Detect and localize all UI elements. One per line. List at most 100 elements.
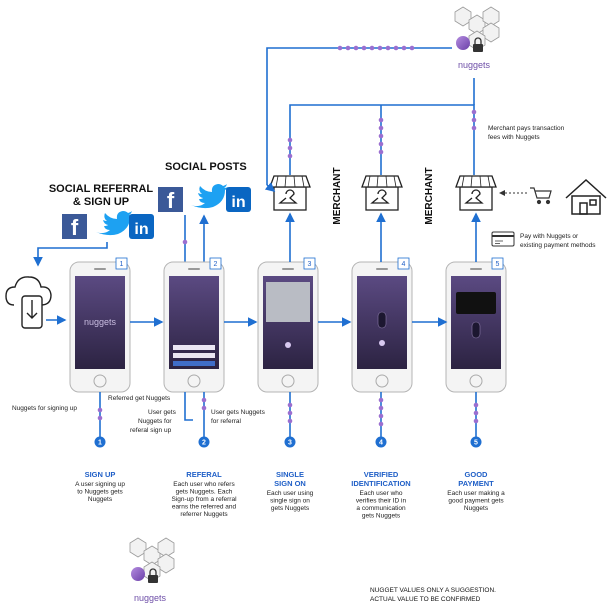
step-number: 1 bbox=[98, 440, 102, 447]
facebook-icon bbox=[158, 187, 183, 212]
phone-speaker bbox=[188, 268, 200, 270]
step-description-line: gets Nuggets bbox=[271, 505, 310, 512]
token-dots-social bbox=[182, 239, 188, 245]
shopping-cart-icon bbox=[530, 187, 552, 205]
step-description-line: gets Nuggets bbox=[362, 513, 401, 520]
merchant-pays-line1: Merchant pays transaction bbox=[488, 125, 565, 132]
step-description-line: good payment gets bbox=[448, 498, 504, 505]
svg-text:f: f bbox=[71, 215, 79, 240]
step-description-line: to Nuggets gets bbox=[77, 489, 123, 496]
facebook-icon bbox=[62, 214, 87, 239]
svg-text:in: in bbox=[134, 221, 148, 238]
step-description-line: Each user who refers bbox=[173, 481, 235, 488]
footnote-line2: ACTUAL VALUE TO BE CONFIRMED bbox=[370, 596, 481, 603]
pay-with-line1: Pay with Nuggets or bbox=[520, 233, 579, 240]
phone-speaker bbox=[376, 268, 388, 270]
step-number: 4 bbox=[379, 440, 383, 447]
phone-speaker bbox=[282, 268, 294, 270]
phone-home-button bbox=[375, 374, 389, 388]
step-title-line1: GOOD bbox=[465, 470, 489, 479]
referred-get-nuggets-label: Referred get Nuggets bbox=[108, 395, 171, 402]
step-title-line2: SIGN ON bbox=[274, 479, 306, 488]
step-number-circle bbox=[94, 436, 106, 448]
blockchain-cubes-icon bbox=[454, 6, 500, 51]
phone-badge-number: 2 bbox=[214, 261, 218, 268]
phone-badge-box bbox=[397, 257, 410, 270]
step-description-line: Sign-up from a referral bbox=[171, 496, 237, 503]
step-description-line: a communication bbox=[356, 505, 406, 512]
bottom-nuggets-wordmark: nuggets bbox=[134, 593, 167, 603]
step-description-line: referrer Nuggets bbox=[180, 511, 228, 518]
step-title-line1: VERIFIED bbox=[364, 470, 399, 479]
merchant-label-2: MERCHANT bbox=[424, 167, 435, 224]
twitter-icon bbox=[191, 184, 228, 209]
step-number: 5 bbox=[474, 440, 478, 447]
svg-text:in: in bbox=[231, 194, 245, 211]
phone-badge-number: 1 bbox=[120, 261, 124, 268]
phone-badge-box bbox=[115, 257, 128, 270]
nugget-token-icon bbox=[131, 567, 145, 581]
social-icons-referral: f in bbox=[62, 211, 154, 240]
step-description-line: Each user using bbox=[267, 490, 314, 497]
step-description-line: earns the referred and bbox=[172, 504, 237, 511]
step-title-line1: SINGLE bbox=[276, 470, 304, 479]
merchant-store-2-icon bbox=[361, 175, 403, 211]
phone-badge-box bbox=[209, 257, 222, 270]
screen-toggle bbox=[377, 311, 387, 329]
linkedin-icon bbox=[129, 214, 154, 239]
phone-home-button bbox=[281, 374, 295, 388]
phone-3: 3 bbox=[257, 257, 319, 393]
step-description-line: Each user making a bbox=[447, 490, 505, 497]
screen-submit-bar bbox=[173, 361, 215, 366]
cloud-download-icon bbox=[5, 276, 52, 329]
pay-with-line2: existing payment methods bbox=[520, 242, 596, 249]
step-number-circle bbox=[198, 436, 210, 448]
screen-toggle bbox=[471, 321, 481, 339]
step-number-circle bbox=[284, 436, 296, 448]
social-referral-heading-line1: SOCIAL REFERRAL bbox=[49, 183, 154, 195]
user-gets-for-referral-line2: for referral bbox=[211, 418, 242, 425]
lock-icon bbox=[473, 37, 483, 52]
phone-speaker bbox=[94, 268, 106, 270]
step-description-line: single sign on bbox=[270, 498, 310, 505]
user-gets-referral-line1: User gets bbox=[148, 409, 177, 416]
screen-nugget-dot bbox=[379, 340, 385, 346]
screen-browser-panel bbox=[266, 282, 310, 322]
merchant-store-1-icon bbox=[269, 175, 311, 211]
step-number-circle bbox=[375, 436, 387, 448]
user-gets-referral-line2: Nuggets for bbox=[138, 418, 172, 425]
step-description-line: Nuggets bbox=[88, 496, 113, 503]
merchant-label-1: MERCHANT bbox=[332, 167, 343, 224]
top-nuggets-logo: nuggets bbox=[454, 6, 500, 70]
twitter-icon bbox=[96, 211, 133, 236]
screen-form-field bbox=[173, 353, 215, 358]
screen-card-image bbox=[456, 292, 496, 314]
screen-nugget-dot bbox=[285, 342, 291, 348]
top-nuggets-wordmark: nuggets bbox=[458, 60, 491, 70]
phone-badge-number: 4 bbox=[402, 261, 406, 268]
phone-2: 2 bbox=[163, 257, 225, 393]
phone-5: 5 bbox=[445, 257, 507, 393]
phone-home-button bbox=[93, 374, 107, 388]
house-icon bbox=[565, 178, 607, 215]
bottom-nuggets-logo: nuggets bbox=[129, 537, 175, 603]
nuggets-for-signing-up-label: Nuggets for signing up bbox=[12, 405, 77, 412]
merchant-store-3-icon bbox=[455, 175, 497, 211]
phone-badge-box bbox=[491, 257, 504, 270]
phone-screen bbox=[75, 276, 125, 369]
linkedin-icon bbox=[226, 187, 251, 212]
token-dots-top bbox=[287, 45, 477, 159]
payment-card-icon bbox=[491, 231, 515, 247]
phone-badge-number: 5 bbox=[496, 261, 500, 268]
merchant-pays-line2: fees with Nuggets bbox=[488, 134, 540, 141]
step-number: 3 bbox=[288, 440, 292, 447]
lock-icon bbox=[148, 568, 158, 583]
step-number: 2 bbox=[202, 440, 206, 447]
social-posts-heading: SOCIAL POSTS bbox=[165, 161, 247, 173]
